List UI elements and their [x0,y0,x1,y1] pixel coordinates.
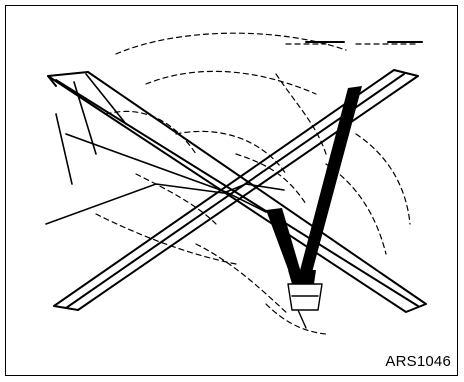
figure-frame: ARS1046 [5,5,458,376]
figure-code-label: ARS1046 [385,353,451,370]
dark-v-strap [266,86,362,284]
band-top-right-to-bottom-left [53,69,419,311]
sketch-detail-lines [95,32,419,335]
buckle-detail [287,283,323,329]
band-top-left-to-bottom-right [47,71,427,313]
crossing-lines [45,73,285,225]
crossed-bands-sketch-icon [45,32,427,335]
